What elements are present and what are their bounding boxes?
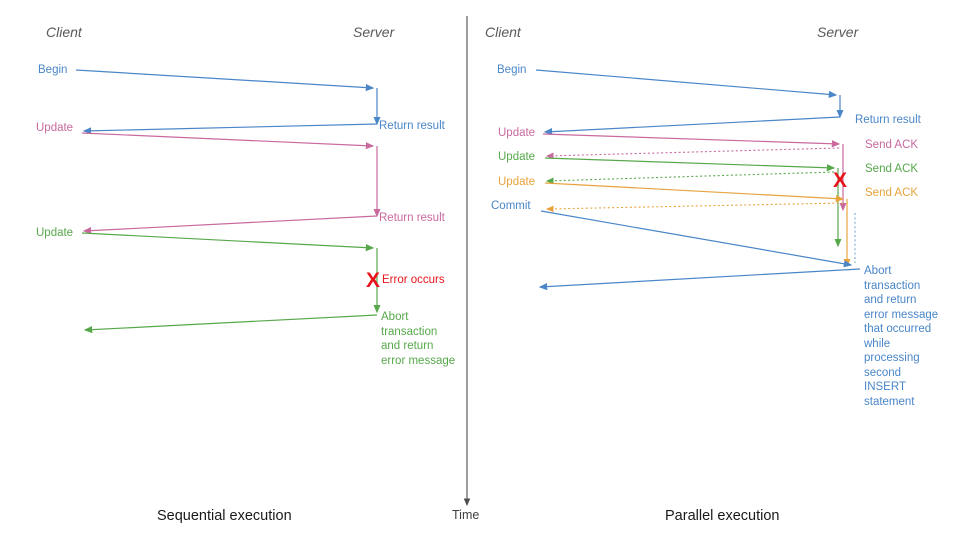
label-begin-sequential: Begin [38,64,68,76]
server-header-parallel: Server [817,24,859,40]
client-header-sequential: Client [46,24,82,40]
arrow-return-result-2 [82,215,378,235]
arrow-begin-request-p [535,69,838,98]
parallel-panel-arrows [535,69,861,291]
caption-parallel: Parallel execution [665,508,780,524]
arrow-abort-return-p [538,268,861,291]
client-header-parallel: Client [485,24,521,40]
label-commit-parallel: Commit [491,200,531,212]
label-error-occurs-sequential: Error occurs [382,274,445,286]
arrow-update3-request-p [544,182,845,203]
label-begin-parallel: Begin [497,64,527,76]
error-x-icon-sequential: X [366,269,381,292]
label-send-ack-1-parallel: Send ACK [865,139,919,151]
label-update1-parallel: Update [498,127,536,139]
arrow-return-result-p [543,116,841,136]
note-abort-sequential: Abort transaction and return error messa… [381,311,456,367]
sequential-panel-arrows [75,69,381,334]
note-abort-parallel: Abort transaction and return error messa… [864,265,939,408]
label-send-ack-2-parallel: Send ACK [865,163,919,175]
arrow-update2-request [81,232,375,252]
arrow-ack1-dotted [545,147,840,160]
label-return-result-1-sequential: Return result [379,120,445,132]
label-update2-sequential: Update [36,227,74,239]
server-header-sequential: Server [353,24,395,40]
label-send-ack-3-parallel: Send ACK [865,187,919,199]
arrow-update1-request [81,132,375,150]
label-update1-sequential: Update [36,122,74,134]
caption-sequential: Sequential execution [157,508,292,524]
label-return-result-parallel: Return result [855,114,921,126]
label-update3-parallel: Update [498,176,536,188]
time-axis-label: Time [452,508,480,522]
arrow-commit-request [540,210,853,268]
arrow-update2-request-p [544,157,836,172]
label-update2-parallel: Update [498,151,536,163]
arrow-return-result-1 [82,123,378,135]
error-x-icon-parallel: X [833,169,848,192]
label-return-result-2-sequential: Return result [379,212,445,224]
arrow-abort-return [83,314,378,334]
arrow-ack2-dotted [545,171,835,185]
arrow-begin-request [75,69,375,92]
arrow-ack3-dotted [545,202,844,213]
arrow-update1-request-p [542,133,841,148]
